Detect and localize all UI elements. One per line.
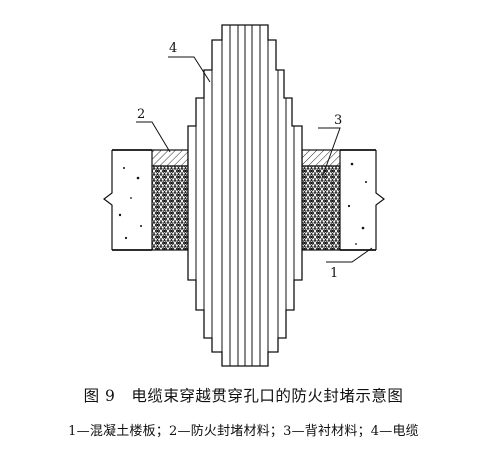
- callout-leader-1: [326, 247, 373, 263]
- callout-label-3: 3: [334, 113, 342, 128]
- fire-sealing-right: [301, 149, 341, 167]
- concrete-slab-right: [340, 149, 385, 251]
- callout-leader-3: [318, 127, 341, 179]
- figure-title: 图 9 电缆束穿越贯穿孔口的防火封堵示意图: [83, 387, 404, 405]
- concrete-slab-left: [103, 149, 152, 251]
- callout-label-4: 4: [169, 41, 177, 56]
- figure-legend: 1—混凝土楼板；2—防火封堵材料；3—背衬材料；4—电缆: [68, 424, 419, 439]
- callout-leader-4: [168, 56, 211, 83]
- fire-sealing-left: [151, 149, 189, 167]
- backing-material-left: [151, 165, 189, 251]
- backing-material-right: [301, 165, 341, 251]
- callout-leader-2: [136, 121, 171, 153]
- callout-label-1: 1: [330, 266, 338, 281]
- callout-label-2: 2: [137, 107, 145, 122]
- cable-bundle: [187, 24, 303, 367]
